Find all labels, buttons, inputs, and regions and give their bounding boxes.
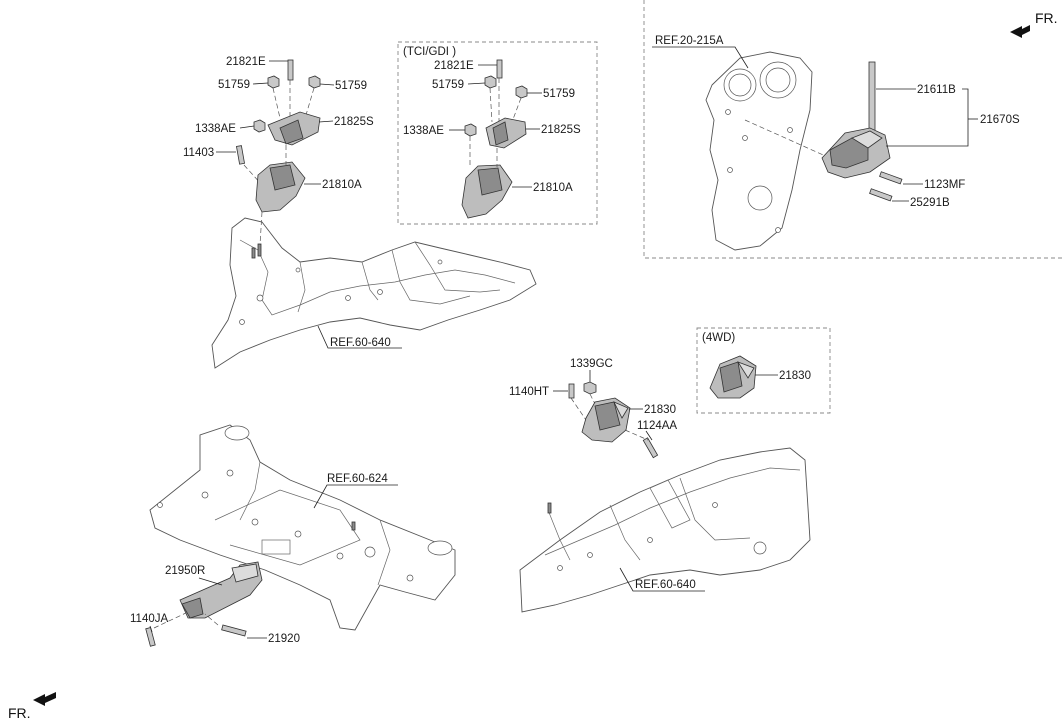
engine-mount-assembly-main [236, 59, 321, 213]
label-21810a: 21810A [533, 182, 573, 194]
ref-60-640-bottom: REF.60-640 [635, 579, 696, 591]
bolt-icon [287, 59, 294, 81]
label-51759: 51759 [218, 79, 250, 91]
front-arrow-icon [1010, 25, 1030, 38]
label-21920: 21920 [268, 633, 300, 645]
label-21670s: 21670S [980, 114, 1020, 126]
label-11403: 11403 [183, 147, 214, 159]
label-51759: 51759 [335, 80, 367, 92]
engine-mount-assembly-tci-gdi [461, 59, 528, 219]
label-21950r: 21950R [165, 565, 205, 577]
bolt-icon [642, 437, 659, 459]
label-1338ae: 1338AE [195, 123, 236, 135]
label-1140ht: 1140HT [509, 386, 549, 398]
bolt-icon [236, 145, 245, 165]
4wd-label: (4WD) [702, 332, 735, 344]
nut-icon [267, 75, 280, 89]
label-1123mf: 1123MF [924, 179, 965, 191]
label-51759: 51759 [543, 88, 575, 100]
rear-mount-group-box [643, 0, 1063, 259]
ref-60-640-top: REF.60-640 [330, 337, 391, 349]
rear-mount-bracket-21670s [821, 61, 903, 202]
timing-cover [705, 51, 831, 251]
label-21825s: 21825S [541, 124, 581, 136]
label-21821e: 21821E [226, 56, 266, 68]
bolt-icon [869, 188, 893, 202]
4wd-group-box [696, 327, 831, 414]
front-direction-marker-bottom: FR. [8, 692, 56, 721]
nut-icon [464, 123, 477, 137]
nut-icon [515, 85, 528, 99]
ref-60-624: REF.60-624 [327, 473, 388, 485]
nut-icon [253, 119, 266, 133]
nut-icon [308, 75, 321, 89]
label-21611b: 21611B [917, 84, 956, 96]
transmission-mount-4wd [709, 355, 757, 399]
label-1339gc: 1339GC [570, 358, 613, 370]
label-1338ae: 1338AE [403, 125, 444, 137]
label-51759: 51759 [432, 79, 464, 91]
label-21830: 21830 [644, 404, 676, 416]
bolt-icon [496, 59, 503, 79]
stud-icon [868, 61, 876, 135]
bolt-icon [568, 383, 575, 399]
bolt-icon [879, 171, 903, 185]
tci-gdi-group-box [397, 41, 598, 225]
side-member-frame-top [211, 211, 537, 369]
label-21825s: 21825S [334, 116, 374, 128]
front-arrow-icon [33, 692, 56, 706]
tci-gdi-label: (TCI/GDI ) [403, 46, 456, 58]
bolt-icon [221, 624, 247, 637]
roll-rod-21950r [145, 561, 263, 647]
bolt-icon [145, 627, 156, 647]
side-member-frame-bottom [519, 447, 811, 613]
label-1140ja: 1140JA [130, 613, 168, 625]
label-21821e: 21821E [434, 60, 474, 72]
nut-icon [583, 381, 597, 395]
label-1124aa: 1124AA [637, 420, 677, 432]
ref-20-215a: REF.20-215A [655, 35, 724, 47]
svg-text:FR.: FR. [8, 705, 31, 721]
label-21810a: 21810A [322, 179, 362, 191]
svg-text:FR.: FR. [1035, 10, 1058, 26]
front-direction-marker-top: FR. [1010, 10, 1058, 38]
label-25291b: 25291B [910, 197, 950, 209]
label-21830: 21830 [779, 370, 811, 382]
nut-icon [484, 75, 497, 89]
transmission-mount-21830 [568, 381, 659, 459]
